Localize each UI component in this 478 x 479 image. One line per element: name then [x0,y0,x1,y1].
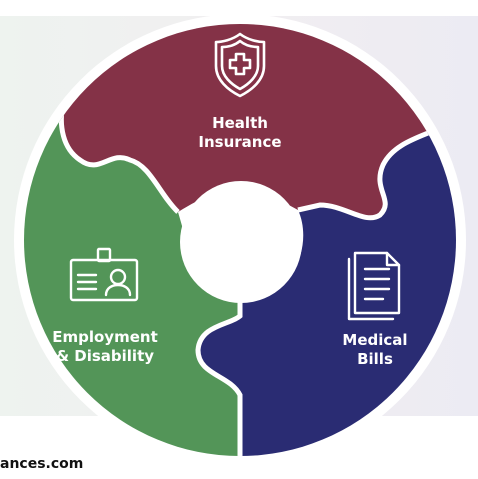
medical-label-line1: Medical [342,331,408,349]
shield-cross-icon [214,32,266,98]
document-icon [347,251,401,321]
employment-label-line1: Employment [52,328,158,346]
health-label-line2: Insurance [198,133,282,151]
center-hub [180,181,302,303]
medical-label: Medical Bills [330,331,420,369]
health-label-line1: Health [212,114,268,132]
footer-url-text: ances.com [0,456,84,472]
employment-label: Employment & Disability [42,328,168,366]
medical-label-line2: Bills [357,350,393,368]
employment-label-line2: & Disability [55,347,155,365]
id-badge-icon [69,247,139,302]
health-label: Health Insurance [190,114,290,152]
